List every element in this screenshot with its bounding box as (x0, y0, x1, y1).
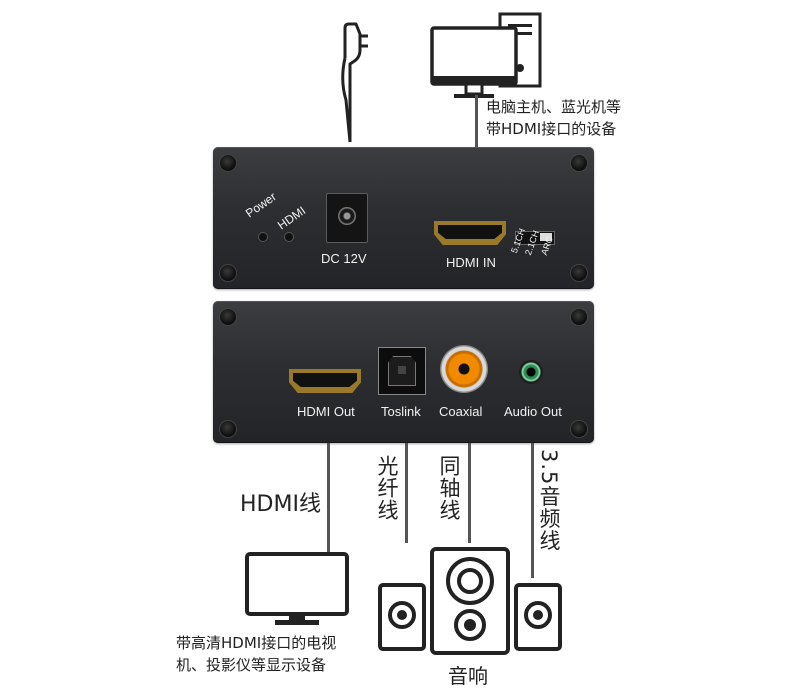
screw (571, 265, 587, 281)
hdmi-in-cable (475, 95, 478, 147)
audio-out-port (519, 360, 543, 384)
hdmi-in-label: HDMI IN (446, 255, 496, 270)
power-plug-icon (341, 22, 368, 143)
tv-icon (245, 552, 349, 625)
toslink-port (378, 347, 426, 395)
power-led (259, 233, 267, 241)
dc-12v-label: DC 12V (321, 251, 367, 266)
audio35-cable-label: 3.5音频线 (537, 449, 561, 552)
audio-out-label: Audio Out (504, 404, 562, 419)
source-caption: 电脑主机、蓝光机等 带HDMI接口的设备 (486, 98, 622, 138)
hdmi-cable-label: HDMI线 (240, 492, 321, 517)
dc-jack (326, 193, 368, 243)
coaxial-cable (468, 443, 471, 543)
speaker-system-icon (378, 547, 562, 655)
screw (220, 265, 236, 281)
toslink-label: Toslink (381, 404, 421, 419)
hdmi-led (285, 233, 293, 241)
led-label-power: Power (243, 189, 279, 221)
display-caption: 带高清HDMI接口的电视 机、投影仪等显示设备 (176, 634, 337, 674)
computer-icon (430, 12, 542, 98)
coaxial-cable-label: 同轴线 (437, 455, 461, 521)
optical-cable (405, 443, 408, 543)
audio35-cable (531, 443, 534, 578)
led-label-hdmi: HDMI (275, 203, 309, 233)
coaxial-label: Coaxial (439, 404, 483, 419)
hdmi-out-label: HDMI Out (297, 404, 355, 419)
coaxial-port (440, 345, 488, 393)
screw (220, 309, 236, 325)
screw (571, 421, 587, 437)
device-bottom-panel: HDMI Out Toslink Coaxial Audio Out (213, 301, 594, 443)
hdmi-out-cable (327, 443, 330, 553)
optical-cable-label: 光纤线 (375, 455, 399, 521)
hdmi-out-port (289, 369, 361, 393)
speaker-caption: 音响 (448, 664, 488, 688)
channel-switch[interactable] (515, 231, 555, 245)
hdmi-in-port (434, 221, 506, 245)
screw (571, 309, 587, 325)
screw (571, 155, 587, 171)
device-top-panel: Power HDMI DC 12V HDMI IN 5.1CH 2.1CH AR… (213, 147, 594, 289)
screw (220, 421, 236, 437)
screw (220, 155, 236, 171)
